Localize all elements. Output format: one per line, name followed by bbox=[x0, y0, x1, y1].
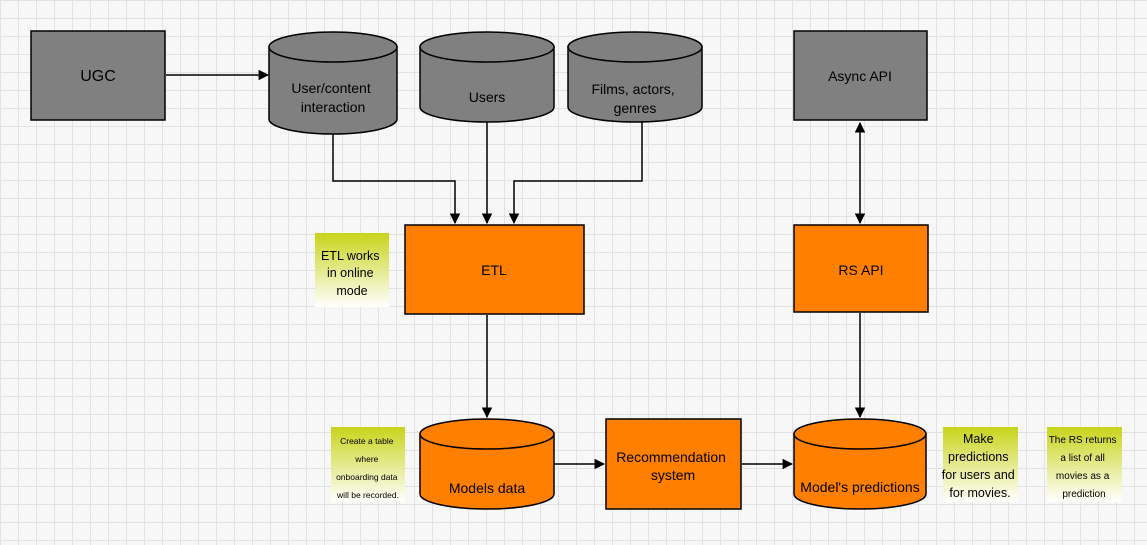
note-make-predictions-line-3: for users and bbox=[942, 468, 1015, 482]
svg-text:The RS returns a list of: The RS returns a list of all movies as a… bbox=[1049, 435, 1120, 500]
connectors bbox=[166, 69, 866, 470]
svg-text:Async API: Async API bbox=[828, 68, 892, 84]
models-predictions-db[interactable]: Model's predictions bbox=[793, 418, 927, 510]
user-content-interaction-label-line-2: interaction bbox=[301, 99, 366, 115]
svg-text:Recommendation system: Recommendation system bbox=[616, 449, 730, 483]
svg-text:RS API: RS API bbox=[838, 262, 883, 278]
user-content-interaction-label-line-1: User/content bbox=[291, 80, 370, 96]
ugc-label: UGC bbox=[80, 68, 116, 85]
note-create-table-line-1: Create a table bbox=[340, 436, 394, 446]
recommendation-system-label-line-2: system bbox=[651, 467, 695, 483]
note-make-predictions-line-2: predictions bbox=[948, 450, 1008, 464]
users-label: Users bbox=[469, 89, 506, 105]
models-data-label: Models data bbox=[449, 480, 525, 496]
models-predictions-label: Model's predictions bbox=[800, 479, 919, 495]
recommendation-system-node[interactable]: Recommendation system bbox=[605, 418, 742, 510]
note-create-table-line-3: onboarding data bbox=[336, 472, 398, 482]
films-actors-genres-label-line-2: genres bbox=[614, 100, 657, 116]
etl-node[interactable]: ETL bbox=[404, 224, 585, 315]
svg-text:Users: Users bbox=[469, 89, 506, 105]
svg-text:User/content interaction: User/content interaction bbox=[291, 80, 374, 115]
note-make-predictions: Make predictions for users and for movie… bbox=[942, 427, 1018, 502]
svg-text:Model's predictions: Model's predictions bbox=[800, 479, 919, 495]
note-rs-returns-line-2: a list of all bbox=[1060, 453, 1104, 464]
async-api-node[interactable]: Async API bbox=[793, 30, 928, 121]
note-make-predictions-line-4: for movies. bbox=[949, 486, 1010, 500]
note-etl-online-line-2: in online bbox=[327, 266, 374, 280]
svg-text:Films, actors, genres: Films, actors, genres bbox=[591, 81, 678, 116]
note-create-table: Create a table where onboarding data wil… bbox=[331, 427, 405, 502]
svg-text:ETL: ETL bbox=[481, 262, 507, 278]
svg-text:Make predictions f: Make predictions for users and for movie… bbox=[942, 432, 1018, 500]
users-db[interactable]: Users bbox=[419, 31, 555, 123]
note-etl-online-line-1: ETL works bbox=[321, 249, 380, 263]
svg-text:UGC: UGC bbox=[80, 68, 116, 85]
svg-text:Models data: Models data bbox=[449, 480, 525, 496]
note-etl-online: ETL works in online mode bbox=[315, 233, 389, 307]
async-api-label: Async API bbox=[828, 68, 892, 84]
etl-label: ETL bbox=[481, 262, 507, 278]
films-actors-genres-db[interactable]: Films, actors, genres bbox=[567, 31, 703, 123]
note-make-predictions-line-1: Make bbox=[963, 432, 994, 446]
note-create-table-line-2: where bbox=[354, 454, 378, 464]
note-rs-returns: The RS returns a list of all movies as a… bbox=[1047, 427, 1122, 502]
films-actors-genres-label-line-1: Films, actors, bbox=[591, 81, 674, 97]
ugc-node[interactable]: UGC bbox=[30, 30, 166, 121]
svg-text:ETL works in online: ETL works in online mode bbox=[321, 249, 383, 298]
rs-api-node[interactable]: RS API bbox=[793, 224, 929, 313]
note-rs-returns-line-1: The RS returns bbox=[1049, 435, 1117, 446]
note-create-table-line-4: will be recorded. bbox=[336, 490, 399, 500]
svg-text:Create a table where: Create a table where onboarding data wil… bbox=[336, 436, 400, 500]
note-rs-returns-line-3: movies as a bbox=[1056, 471, 1110, 482]
edge-films-to-etl bbox=[508, 122, 643, 225]
user-content-interaction-db[interactable]: User/content interaction bbox=[268, 31, 398, 135]
rs-api-label: RS API bbox=[838, 262, 883, 278]
edge-interaction-to-etl bbox=[332, 134, 461, 225]
note-rs-returns-line-4: prediction bbox=[1062, 489, 1105, 500]
note-etl-online-line-3: mode bbox=[336, 284, 367, 298]
recommendation-system-label-line-1: Recommendation bbox=[616, 449, 726, 465]
models-data-db[interactable]: Models data bbox=[419, 418, 555, 510]
